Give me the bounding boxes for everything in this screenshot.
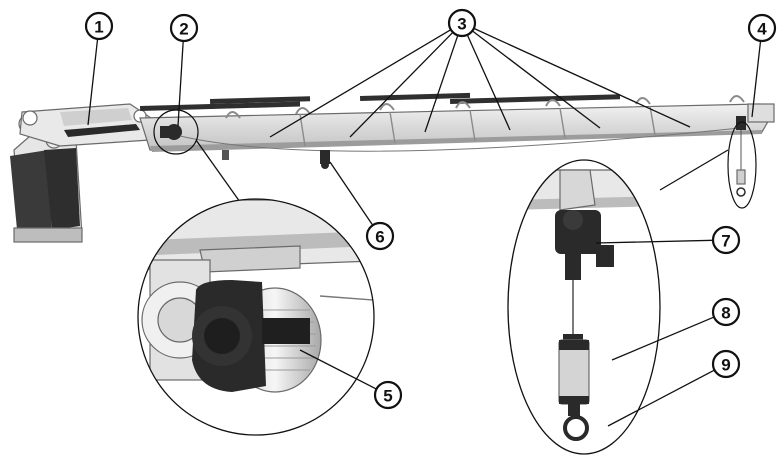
zoom-marker-hook: [727, 121, 757, 209]
callout-circle-1: [84, 11, 114, 41]
leader-line-9-1: [607, 369, 715, 427]
callout-circle-3: [447, 8, 477, 38]
callout-circle-6: [365, 221, 395, 251]
zoom-link-left: [195, 139, 241, 203]
callout-7: 7: [711, 225, 741, 255]
callout-label-6: 6: [375, 228, 384, 247]
leader-line-3-4: [466, 34, 511, 131]
wire-rope: [179, 127, 741, 152]
callout-9: 9: [711, 349, 741, 379]
leader-line-3-6: [473, 27, 691, 128]
callout-circle-4: [747, 13, 777, 43]
zoom-link-right: [659, 149, 729, 191]
leader-line-5-1: [299, 349, 377, 390]
callout-1: 1: [84, 11, 114, 41]
callout-label-1: 1: [94, 18, 103, 37]
leader-line-3-5: [471, 30, 601, 129]
hook-small: [736, 116, 746, 197]
callout-label-7: 7: [721, 232, 730, 251]
callout-label-8: 8: [721, 304, 730, 323]
callout-label-2: 2: [179, 20, 188, 39]
hook-detail: [507, 159, 661, 455]
callout-3: 3: [447, 8, 477, 38]
leader-line-7-1: [595, 239, 714, 244]
callout-6: 6: [365, 221, 395, 251]
leader-line-3-1: [269, 29, 452, 138]
main-arm: [19, 103, 161, 147]
callout-5: 5: [373, 380, 403, 410]
callout-2: 2: [169, 13, 199, 43]
callout-label-3: 3: [457, 15, 466, 34]
callout-circle-7: [711, 225, 741, 255]
callout-label-5: 5: [383, 387, 392, 406]
outer-boom: [139, 92, 775, 152]
leader-line-3-2: [349, 31, 454, 138]
callout-8: 8: [711, 297, 741, 327]
winch-detail: [137, 198, 375, 436]
leader-line-8-1: [611, 316, 715, 361]
callout-leaders: [87, 27, 762, 427]
leader-line-2-1: [177, 40, 184, 127]
winch-small: [160, 124, 182, 140]
callout-label-9: 9: [721, 356, 730, 375]
rope-guide: [222, 150, 330, 169]
callout-circle-8: [711, 297, 741, 327]
leader-line-6-1: [329, 161, 374, 226]
leader-line-3-3: [424, 35, 459, 133]
callout-markers: 1 2 3 4 5 6 7 8 9: [84, 8, 777, 410]
callout-circle-9: [711, 349, 741, 379]
callout-4: 4: [747, 13, 777, 43]
zoom-marker-winch: [153, 109, 199, 155]
leader-line-1-1: [87, 38, 99, 126]
callout-circle-5: [373, 380, 403, 410]
callout-label-4: 4: [757, 20, 767, 39]
callout-circle-2: [169, 13, 199, 43]
leader-line-4-1: [751, 40, 762, 118]
